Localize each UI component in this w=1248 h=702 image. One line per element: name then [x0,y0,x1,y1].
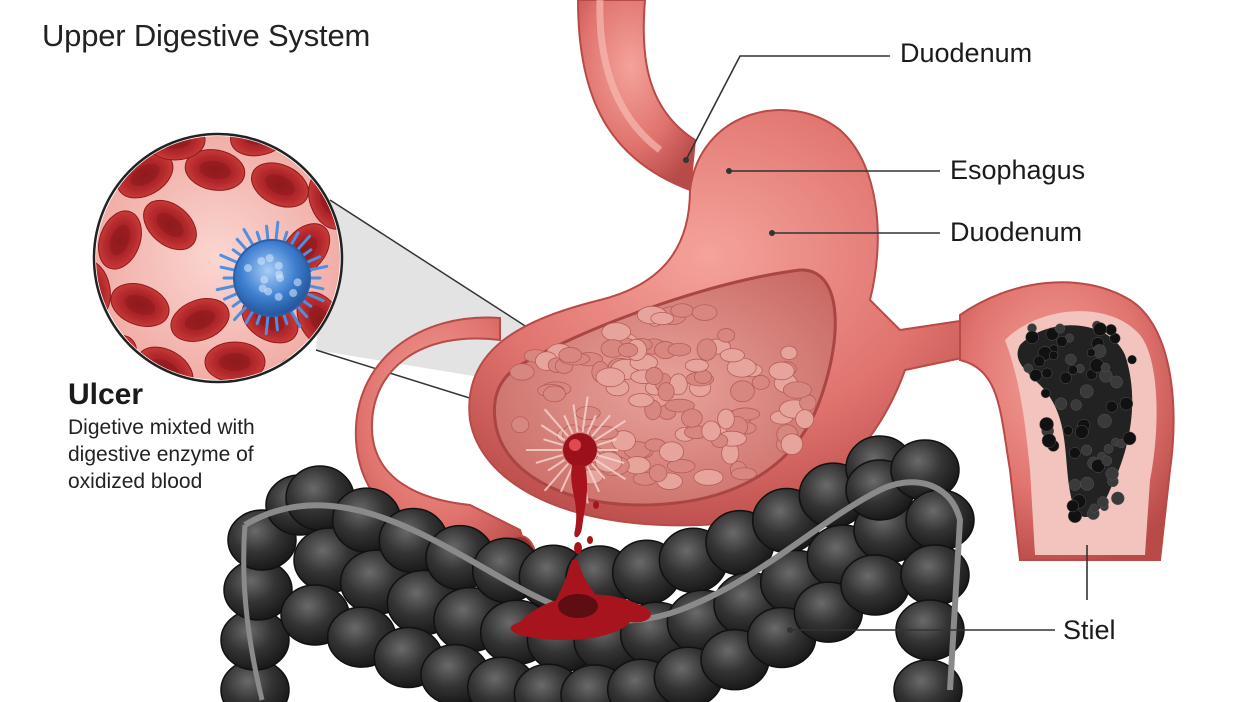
diagram-title: Upper Digestive System [42,18,370,54]
leader-dot-duodenum-mid [769,230,775,236]
label-stiel: Stiel [1063,617,1116,644]
leader-dot-duodenum-top [683,157,689,163]
ulcer-heading: Ulcer [68,378,143,412]
magnified-blood-view [65,108,359,404]
ulcer-desc-line-1: Digetive mixted with [68,414,328,441]
ulcer-desc-line-2: digestive enzyme of [68,441,328,468]
leader-dot-esophagus [726,168,732,174]
ulcer-description: Digetive mixted with digestive enzyme of… [68,414,328,495]
label-duodenum-top: Duodenum [900,40,1032,67]
leader-dot-stiel [787,627,793,633]
label-esophagus: Esophagus [950,157,1085,184]
label-duodenum-mid: Duodenum [950,219,1082,246]
esophagus-tube [578,0,695,190]
ulcer-desc-line-3: oxidized blood [68,468,328,495]
